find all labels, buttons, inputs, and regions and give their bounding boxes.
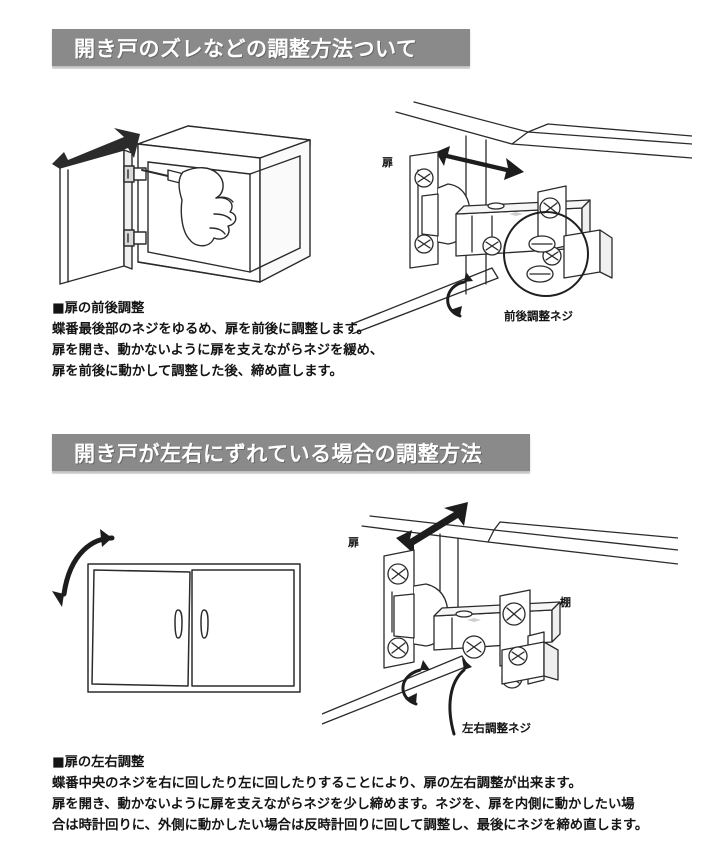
section-1-cabinet-figure xyxy=(28,96,348,296)
section-2-door-label: 扉 xyxy=(348,536,359,549)
rotation-arrow xyxy=(446,280,466,318)
section-1-copy-line-1: 蝶番最後部のネジをゆるめ、扉を前後に調整します。 xyxy=(52,322,370,337)
cabinet-hinge-lower xyxy=(123,229,147,247)
section-2-copy-line-2: 扉を開き、動かないように扉を支えながらネジを少し締めます。ネジを、扉を内側に動か… xyxy=(52,797,635,812)
left-right-adjustment-screw xyxy=(462,635,486,659)
section-2-banner-title: 開き戸が左右にずれている場合の調整方法 xyxy=(74,441,483,466)
section-1-banner: 開き戸のズレなどの調整方法ついて xyxy=(52,29,470,69)
hinge-mounting-plate xyxy=(499,589,559,689)
section-2-copy-headline: ■扉の左右調整 xyxy=(52,755,145,770)
section-2-copy-line-1: 蝶番中央のネジを右に回したり左に回したりすることにより、扉の左右調整が出来ます。 xyxy=(52,776,582,791)
section-2-hinge-figure: 扉 棚 左右調整ネジ xyxy=(322,492,678,748)
front-back-arrow xyxy=(436,146,524,180)
section-2-copy: ■扉の左右調整 蝶番中央のネジを右に回したり左に回したりすることにより、扉の左右… xyxy=(52,752,648,836)
section-2-cabinet-figure xyxy=(48,522,328,712)
section-1-copy: ■扉の前後調整 蝶番最後部のネジをゆるめ、扉を前後に調整します。 扉を開き、動か… xyxy=(52,298,383,382)
section-1-copy-headline: ■扉の前後調整 xyxy=(52,301,145,316)
screw-callout-pointer xyxy=(448,668,466,736)
section-1-copy-line-2: 扉を開き、動かないように扉を支えながらネジを緩め、 xyxy=(52,343,384,358)
section-1-hinge-figure: 扉 前後調整ネジ xyxy=(352,96,692,334)
door-handles xyxy=(174,609,209,639)
section-2-copy-line-3: 合は時計回りに、外側に動かしたい場合は反時計回りに回して調整し、最後にネジを締め… xyxy=(52,818,649,833)
section-1-copy-line-3: 扉を前後に動かして調整した後、締め直します。 xyxy=(52,364,343,379)
section-1-door-label: 扉 xyxy=(382,156,393,169)
section-1-screw-label: 前後調整ネジ xyxy=(504,309,573,323)
left-right-arrow xyxy=(396,502,468,554)
section-1-banner-title: 開き戸のズレなどの調整方法ついて xyxy=(74,36,418,61)
section-2-shelf-label: 棚 xyxy=(560,596,571,609)
section-2-screw-label: 左右調整ネジ xyxy=(462,721,531,735)
cabinet-hinge-upper xyxy=(123,165,147,183)
hinge-mounting-plate xyxy=(537,185,613,279)
hand-illustration xyxy=(178,167,237,247)
section-2-banner: 開き戸が左右にずれている場合の調整方法 xyxy=(52,434,530,474)
front-back-adjustment-screw xyxy=(482,211,589,297)
